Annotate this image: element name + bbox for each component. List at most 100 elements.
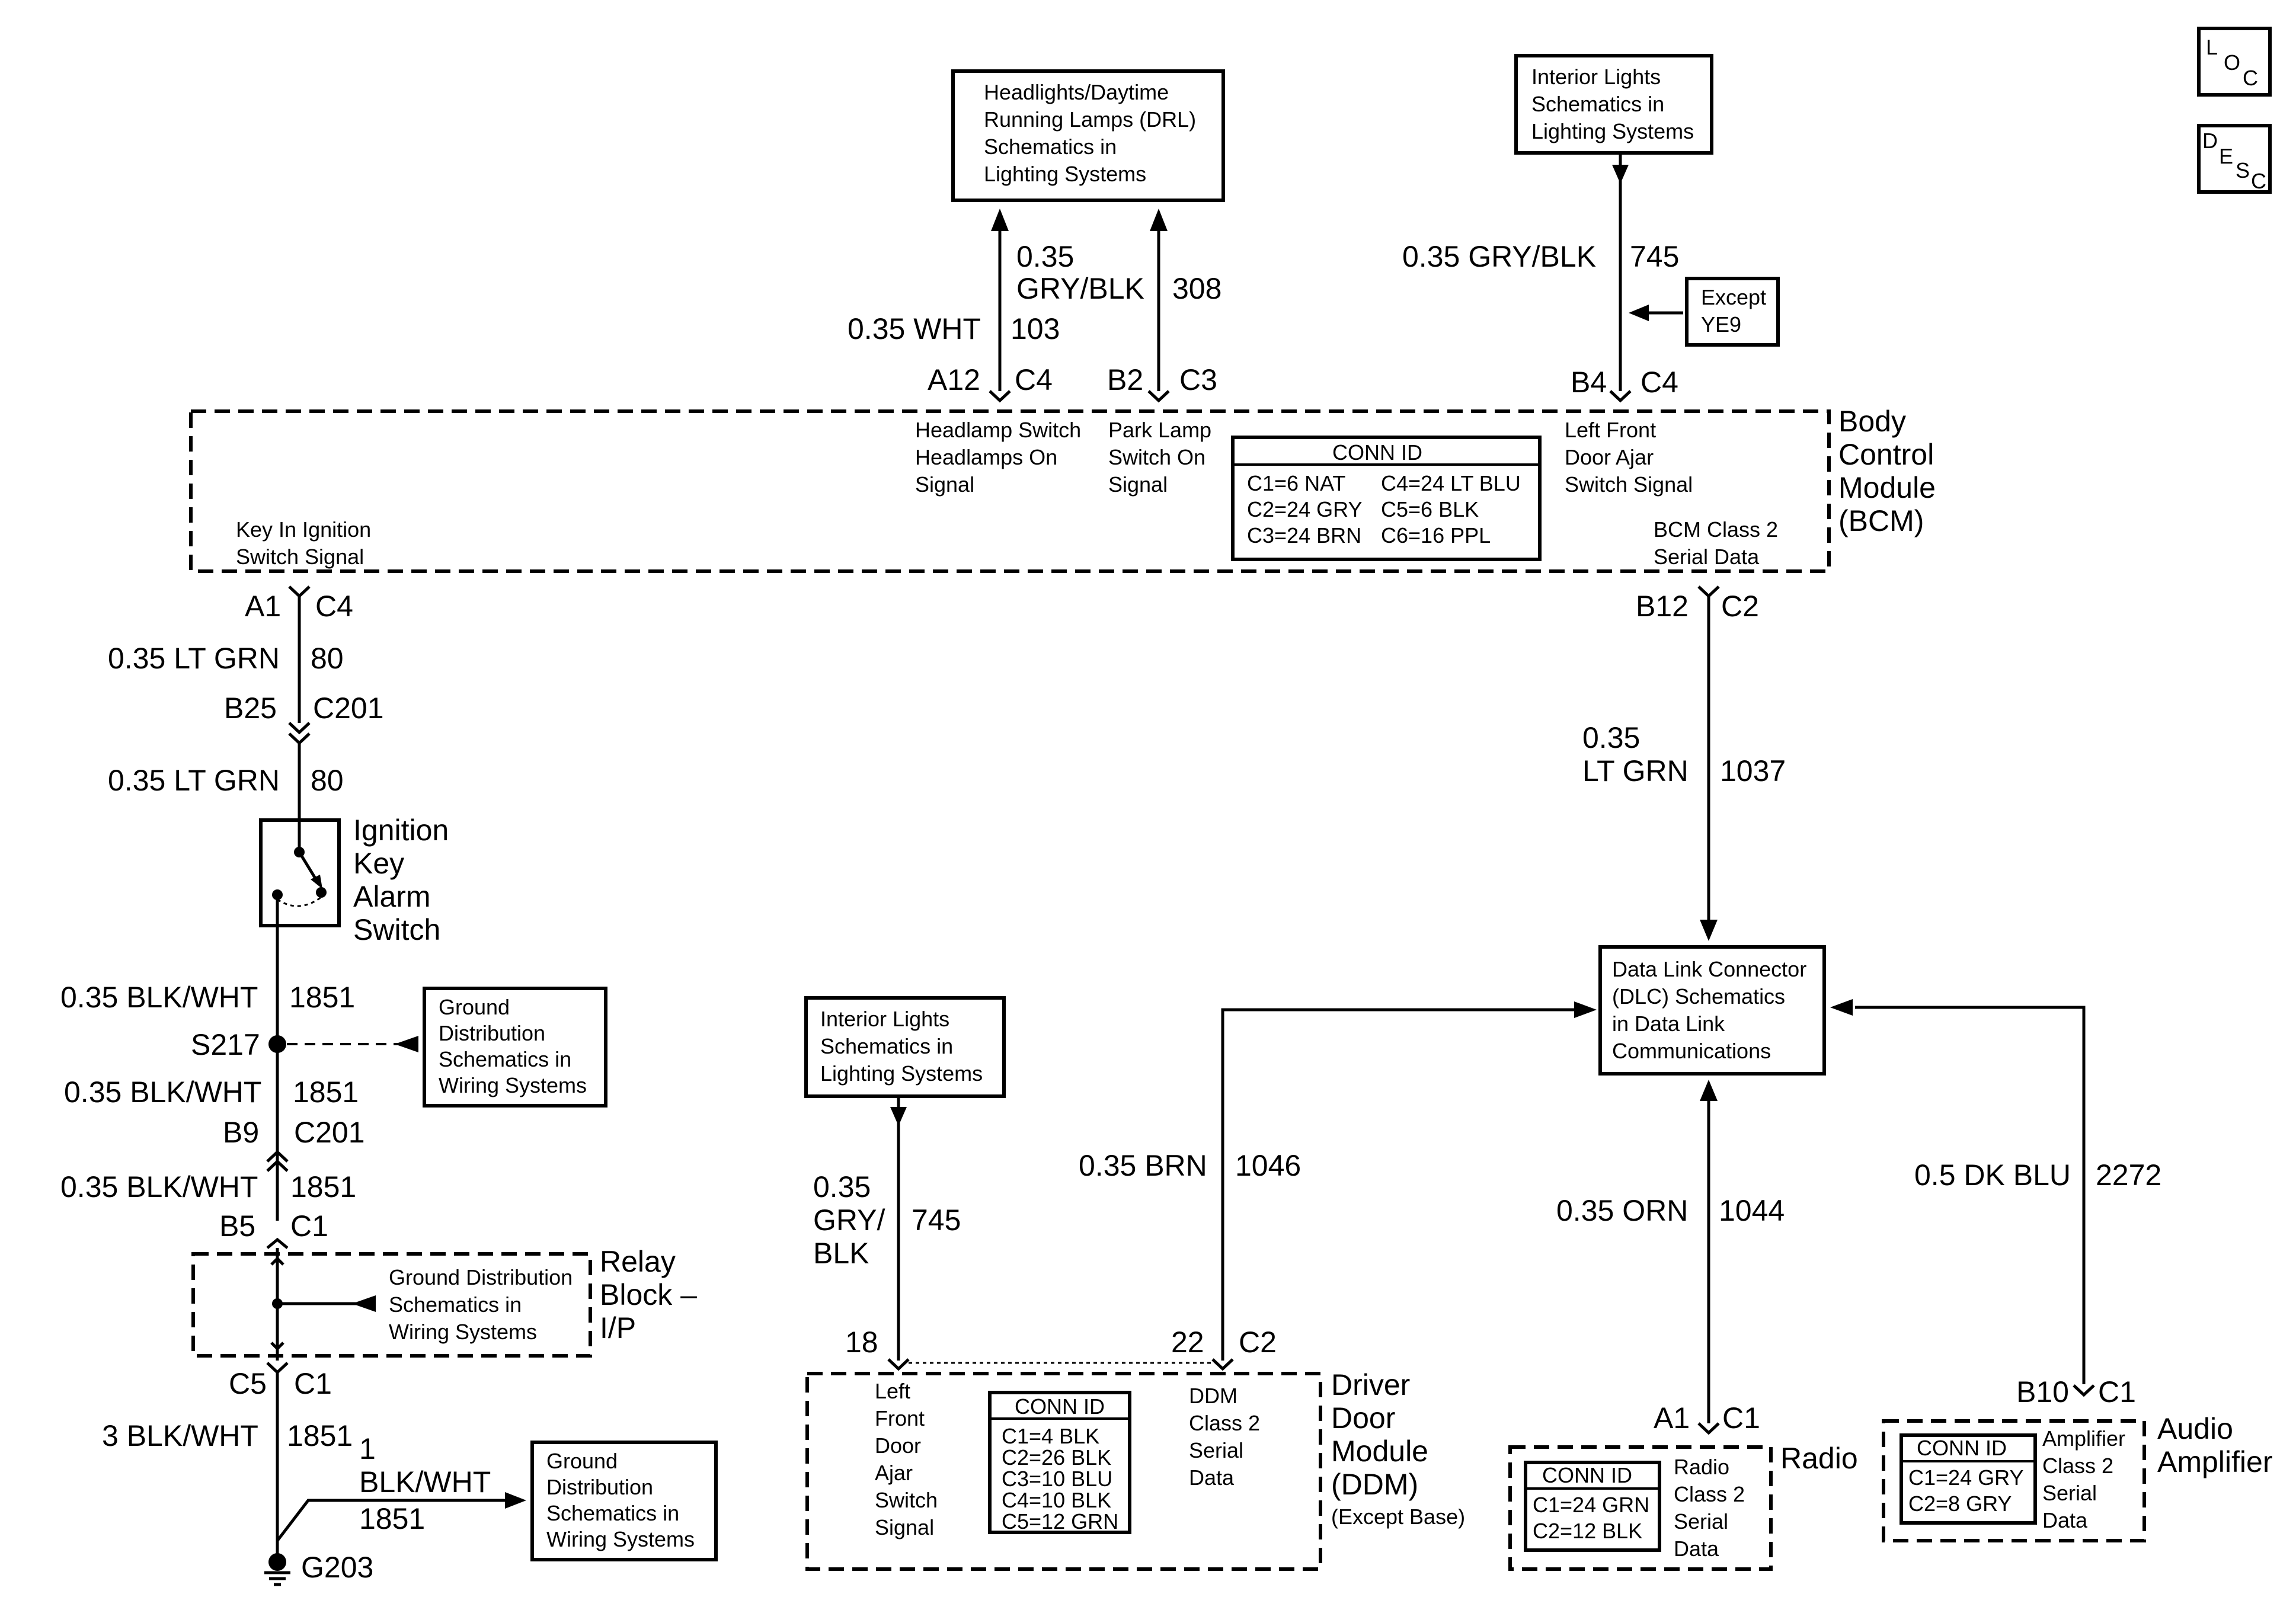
wire-80-circuit-b: 80 — [311, 764, 344, 797]
ref-dlc-line-1: Data Link Connector — [1612, 957, 1806, 981]
radio-label: Radio — [1780, 1442, 1858, 1475]
ref-ground-g203[interactable]: Ground Distribution Schematics in Wiring… — [530, 1441, 718, 1561]
wire-1037-circuit: 1037 — [1720, 754, 1786, 788]
radio-pin-2: Class 2 — [1674, 1482, 1745, 1506]
ddm-left-pin-4: Ajar — [875, 1461, 913, 1485]
wire-1037-pin: B12 — [1636, 590, 1689, 623]
wire-80-gauge-a: 0.35 LT GRN — [108, 642, 280, 675]
ref-ground-s217-line-2: Distribution — [439, 1021, 545, 1045]
audio-amplifier-module: CONN ID C1=24 GRY C2=8 GRY Amplifier Cla… — [1882, 1412, 2272, 1542]
bcm-pin-headlamp-3: Signal — [915, 472, 974, 497]
amp-pin-3: Serial — [2042, 1481, 2097, 1505]
bcm-pin-headlamp-2: Headlamps On — [915, 445, 1057, 469]
ddm-left-pin-6: Signal — [875, 1515, 934, 1539]
except-ye9-line-1: Except — [1701, 285, 1766, 309]
c201-bottom-connector: C201 — [294, 1116, 365, 1149]
ref-ground-g203-line-3: Schematics in — [546, 1501, 679, 1525]
wire-1046: 0.35 BRN 1046 22 C2 — [1079, 1001, 1597, 1371]
bcm-pin-headlamp-1: Headlamp Switch — [915, 418, 1081, 442]
bcm-label-3: Module — [1838, 471, 1936, 504]
ref-ground-s217[interactable]: Ground Distribution Schematics in Wiring… — [423, 987, 607, 1108]
bcm-conn-c5: C5=6 BLK — [1381, 497, 1479, 521]
bcm-pin-key-in-1: Key In Ignition — [236, 517, 371, 542]
bcm-conn-c2: C2=24 GRY — [1247, 497, 1362, 521]
wire-745-ddm-circuit: 745 — [912, 1204, 961, 1237]
radio-conn-id-table: CONN ID C1=24 GRN C2=12 BLK — [1524, 1461, 1661, 1552]
relay-bottom-pin: C5 — [229, 1367, 267, 1400]
ref-interior-mid-line-2: Schematics in — [820, 1034, 953, 1058]
ref-ground-relay-line-1[interactable]: Ground Distribution — [389, 1265, 573, 1289]
bcm-label-2: Control — [1838, 438, 1934, 471]
ddm-right-pin-3: Serial — [1189, 1438, 1243, 1462]
wire-1851-gauge-e-1: 1 — [359, 1432, 376, 1465]
wire-745-top-pin: B4 — [1571, 366, 1607, 399]
ref-headlights[interactable]: Headlights/Daytime Running Lamps (DRL) S… — [951, 69, 1225, 202]
ignition-switch-label-2: Key — [353, 847, 404, 880]
ref-ground-g203-line-1: Ground — [546, 1449, 618, 1473]
bcm-conn-id-title: CONN ID — [1332, 440, 1422, 465]
ddm-right-pin-2: Class 2 — [1189, 1411, 1260, 1435]
ddm-conn-c2: C2=26 BLK — [1002, 1445, 1111, 1470]
wire-80-circuit-a: 80 — [311, 642, 344, 675]
wire-80-connector-c4: C4 — [315, 590, 353, 623]
wire-103: 0.35 WHT 103 A12 C4 — [848, 209, 1060, 403]
amp-pin-4: Data — [2042, 1508, 2088, 1532]
splice-s217-dot — [268, 1035, 286, 1053]
bcm-pin-class2-1: BCM Class 2 — [1654, 517, 1778, 542]
amp-label-2: Amplifier — [2157, 1445, 2272, 1478]
ref-ground-relay-line-3[interactable]: Wiring Systems — [389, 1320, 537, 1344]
relay-block-label-1: Relay — [600, 1245, 676, 1278]
bcm-conn-c1: C1=6 NAT — [1247, 471, 1345, 495]
wire-308-gauge-2: GRY/BLK — [1016, 272, 1144, 305]
wire-80-gauge-b: 0.35 LT GRN — [108, 764, 280, 797]
loc-button[interactable]: L O C — [2197, 27, 2272, 97]
wire-308-pin: B2 — [1107, 363, 1143, 396]
radio-module: CONN ID C1=24 GRN C2=12 BLK Radio Class … — [1508, 1442, 1858, 1571]
bcm-pin-park-1: Park Lamp — [1108, 418, 1211, 442]
wire-308: 0.35 GRY/BLK 308 B2 C3 — [1016, 209, 1221, 403]
ref-headlights-line-2: Running Lamps (DRL) — [984, 107, 1196, 132]
wire-1851-circuit-a: 1851 — [289, 981, 355, 1014]
ref-ground-s217-line-3: Schematics in — [439, 1047, 571, 1071]
ref-headlights-line-1: Headlights/Daytime — [984, 80, 1169, 104]
ddm-left-pin-3: Door — [875, 1433, 921, 1458]
ref-headlights-line-4: Lighting Systems — [984, 162, 1146, 186]
ground-g203-dot — [268, 1553, 286, 1571]
desc-button[interactable]: D E S C — [2197, 124, 2272, 194]
ref-dlc-line-3: in Data Link — [1612, 1012, 1725, 1036]
ddm-right-pin-4: Data — [1189, 1465, 1235, 1490]
loc-letter-c: C — [2243, 66, 2258, 90]
bcm-conn-c3: C3=24 BRN — [1247, 523, 1361, 548]
desc-letter-s: S — [2236, 158, 2250, 183]
wire-1037: B12 C2 0.35 LT GRN 1037 — [1582, 585, 1786, 941]
wire-745-ddm-gauge-2: GRY/ — [813, 1204, 885, 1237]
wire-1851-circuit-b: 1851 — [293, 1076, 359, 1109]
wire-1044-pin: A1 — [1654, 1401, 1690, 1435]
ref-interior-lights-top[interactable]: Interior Lights Schematics in Lighting S… — [1514, 54, 1713, 155]
ref-interior-lights-mid[interactable]: Interior Lights Schematics in Lighting S… — [804, 996, 1006, 1098]
wire-103-pin: A12 — [928, 363, 980, 396]
c201-bottom-pin: B9 — [223, 1116, 259, 1149]
wire-1851-to-ground: C5 C1 3 BLK/WHT 1851 1 BLK/WHT 1851 G203 — [102, 1362, 526, 1586]
wire-1851-chain: 0.35 BLK/WHT 1851 S217 0.35 BLK/WHT 1851… — [60, 926, 418, 1249]
wire-745-ddm-gauge-3: BLK — [813, 1237, 869, 1270]
ddm-label-2: Door — [1331, 1401, 1395, 1435]
wire-1044-circuit: 1044 — [1719, 1194, 1785, 1227]
radio-conn-id-title: CONN ID — [1542, 1463, 1632, 1487]
ddm-label-4: (DDM) — [1331, 1468, 1418, 1501]
wire-1037-gauge-2: LT GRN — [1582, 754, 1689, 788]
relay-block-label-2: Block – — [600, 1278, 697, 1311]
bcm-module: Body Control Module (BCM) Headlamp Switc… — [189, 405, 1936, 573]
ref-ground-relay-line-2[interactable]: Schematics in — [389, 1292, 522, 1317]
wire-308-gauge-1: 0.35 — [1016, 240, 1074, 273]
ref-dlc[interactable]: Data Link Connector (DLC) Schematics in … — [1598, 945, 1826, 1076]
loc-letter-l: L — [2206, 35, 2218, 59]
radio-pin-1: Radio — [1674, 1455, 1729, 1479]
relay-block-ip: Ground Distribution Schematics in Wiring… — [191, 1245, 697, 1361]
ddm-module: Left Front Door Ajar Switch Signal DDM C… — [805, 1368, 1465, 1571]
radio-conn-c2: C2=12 BLK — [1533, 1519, 1642, 1543]
bcm-conn-c6: C6=16 PPL — [1381, 523, 1491, 548]
ddm-conn-c5: C5=12 GRN — [1002, 1509, 1118, 1534]
ddm-label-1: Driver — [1331, 1368, 1410, 1401]
